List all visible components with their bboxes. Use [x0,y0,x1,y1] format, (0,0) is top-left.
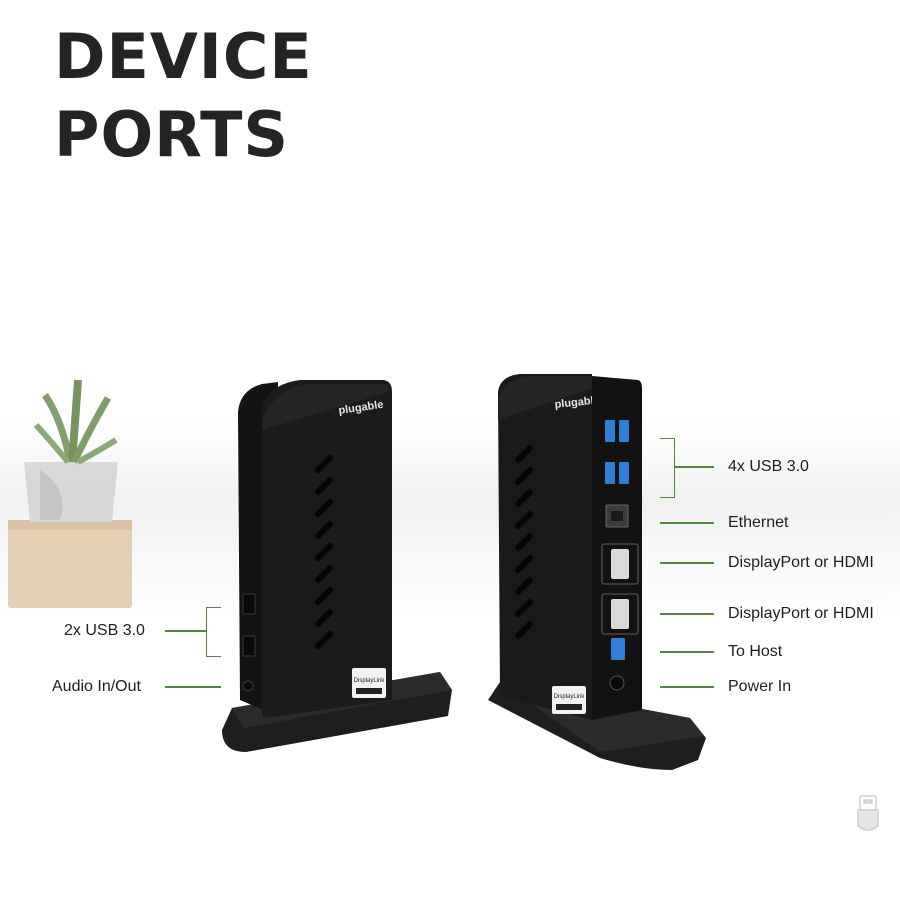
usb-plug-icon [857,795,879,831]
callout-power-in: Power In [728,678,792,695]
left-dock-badge: DisplayLink [354,678,386,684]
callout-line-displayport-2 [660,613,714,615]
callout-line-to-host [660,651,714,653]
callout-displayport-2: DisplayPort or HDMI [728,605,874,622]
bracket-4x-usb-3 [660,438,675,498]
callout-line-power-in [660,686,714,688]
page-title: DEVICE PORTS [54,18,313,174]
left-dock: plugable DisplayLink [222,380,452,752]
callout-line-4x-usb-3 [674,466,714,468]
bracket-2x-usb-3 [206,607,221,657]
callout-4x-usb-3: 4x USB 3.0 [728,458,809,475]
plant-pot-decoration [8,379,132,608]
callout-line-audio [165,686,221,688]
page-title-line-2: PORTS [54,98,290,171]
background-blur [0,420,900,620]
callout-line-ethernet [660,522,714,524]
callout-audio-in-out: Audio In/Out [52,678,141,695]
callout-2x-usb-3: 2x USB 3.0 [64,622,145,639]
callout-line-2x-usb-3 [165,630,207,632]
right-dock-badge: DisplayLink [554,694,586,700]
callout-displayport-1: DisplayPort or HDMI [728,554,874,571]
right-dock: plugable Disp [488,374,706,770]
callout-to-host: To Host [728,643,783,660]
page-title-line-1: DEVICE [54,20,313,93]
right-dock-brand: plugable [554,394,600,411]
callout-ethernet: Ethernet [728,514,789,531]
callout-line-displayport-1 [660,562,714,564]
